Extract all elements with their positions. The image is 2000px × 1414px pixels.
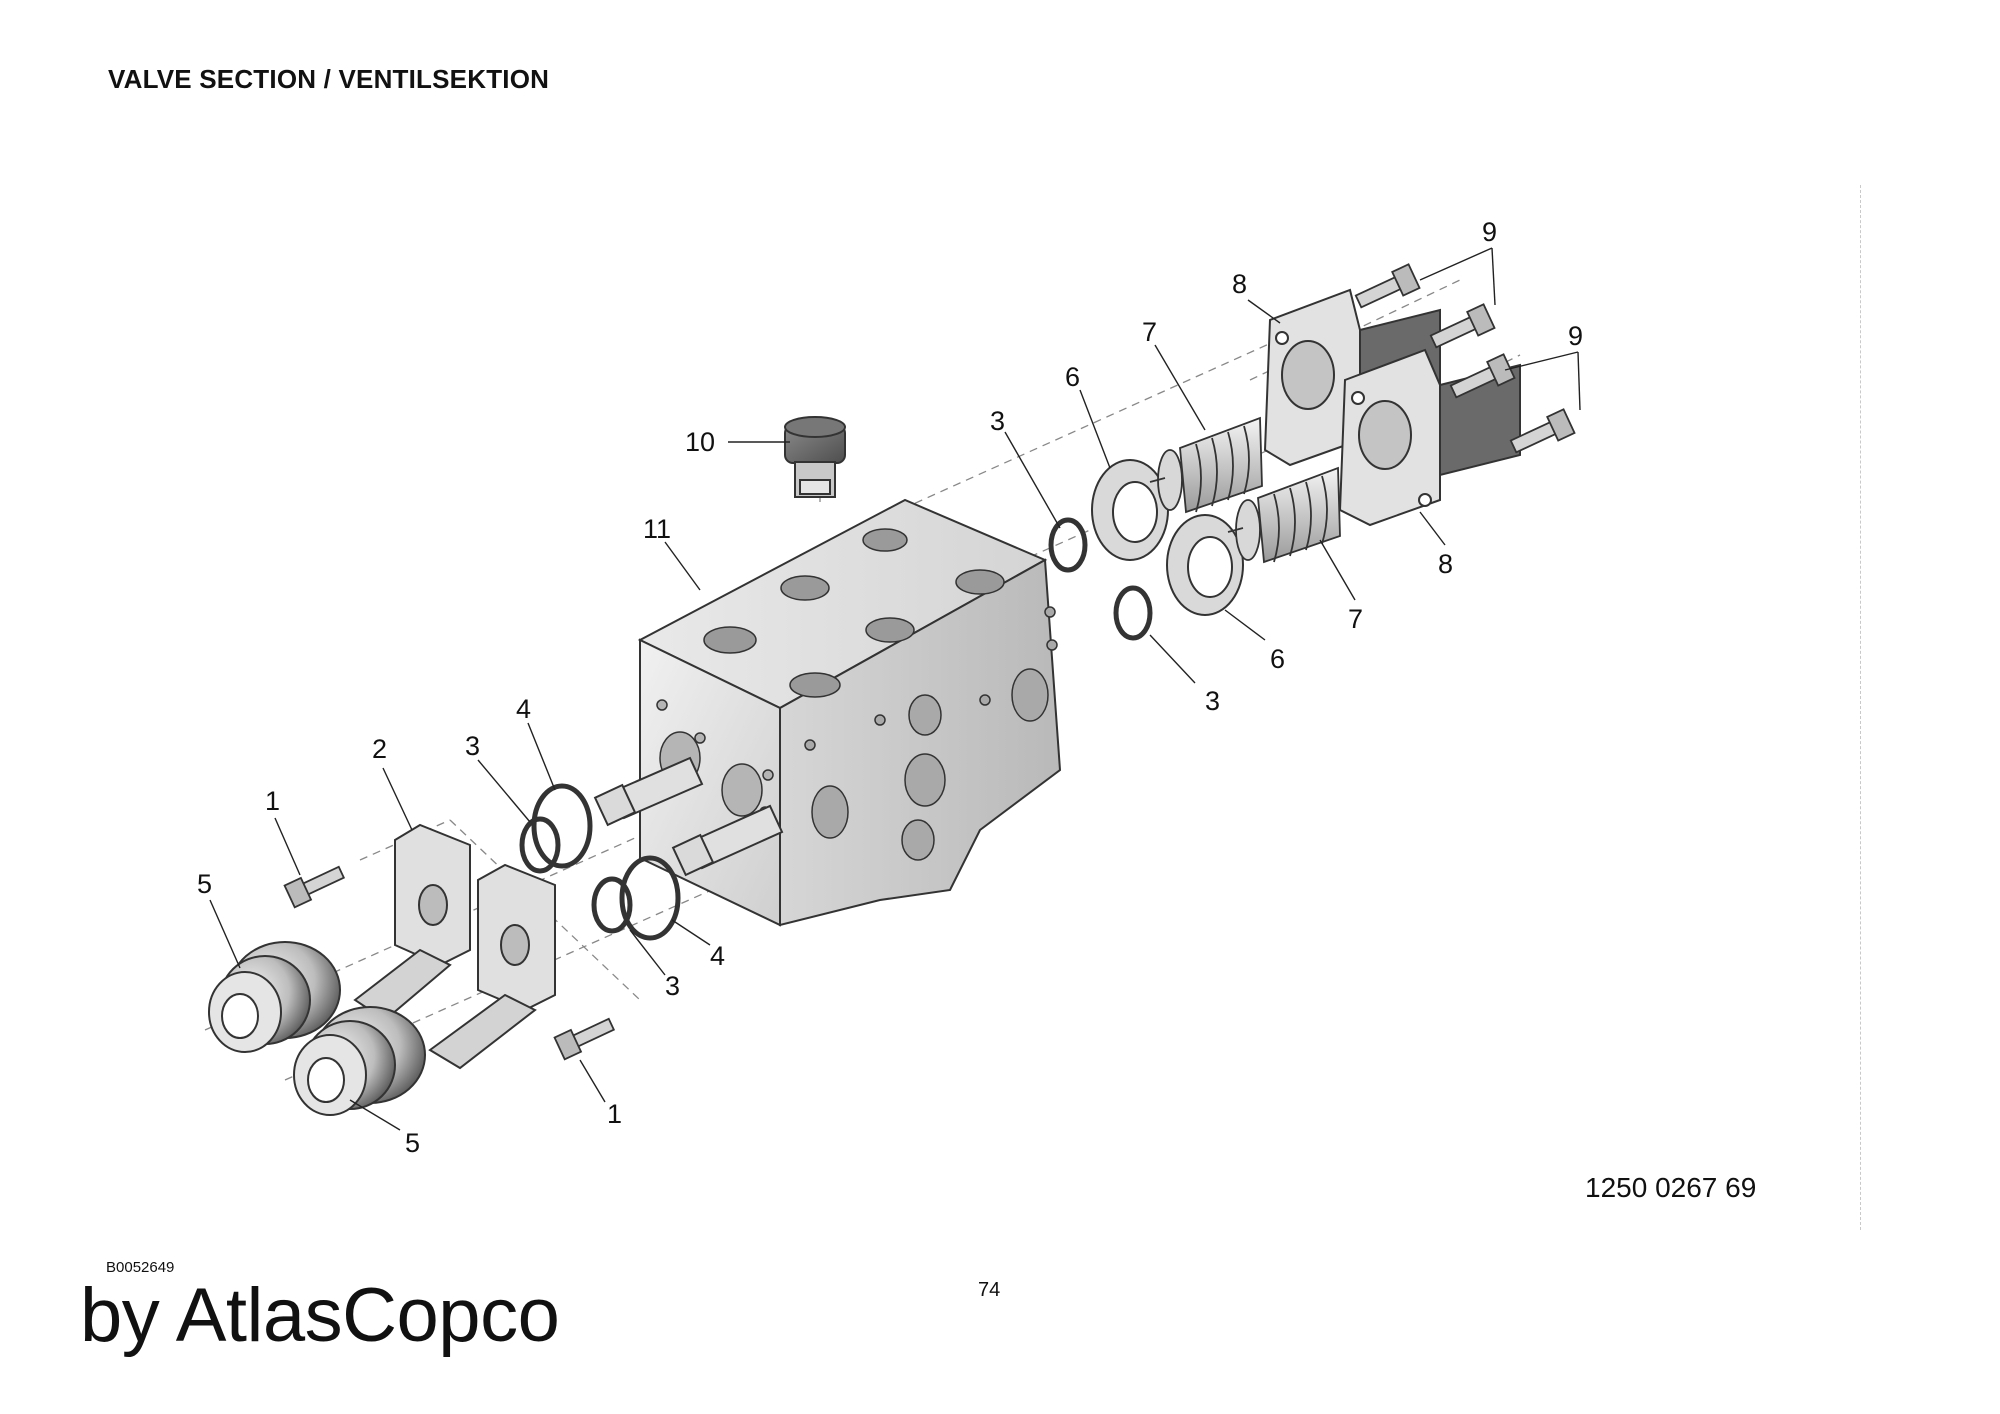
callout-7: 7 bbox=[1348, 604, 1363, 634]
bellows bbox=[208, 941, 426, 1116]
callout-5: 5 bbox=[197, 869, 212, 899]
screws bbox=[283, 263, 1576, 1061]
callout-5: 5 bbox=[405, 1128, 420, 1158]
o-rings bbox=[519, 517, 1153, 941]
callout-11: 11 bbox=[643, 514, 671, 544]
brand-line: by AtlasCopco bbox=[80, 1273, 560, 1358]
callout-1: 1 bbox=[607, 1099, 622, 1129]
drawing-number: 1250 0267 69 bbox=[1585, 1172, 1757, 1203]
valve-body-part bbox=[593, 498, 1062, 927]
callout-3: 3 bbox=[465, 731, 480, 761]
covers bbox=[1263, 288, 1521, 527]
callout-6: 6 bbox=[1270, 644, 1285, 674]
callout-10: 10 bbox=[685, 427, 715, 457]
callout-2: 2 bbox=[372, 734, 387, 764]
page-number: 74 bbox=[978, 1279, 1001, 1301]
callout-9: 9 bbox=[1482, 217, 1497, 247]
callout-6: 6 bbox=[1065, 362, 1080, 392]
callout-1: 1 bbox=[265, 786, 280, 816]
leader-lines bbox=[209, 247, 1581, 1131]
page-title: VALVE SECTION / VENTILSEKTION bbox=[108, 64, 550, 94]
callout-8: 8 bbox=[1232, 269, 1247, 299]
washers bbox=[1091, 459, 1244, 616]
callout-4: 4 bbox=[516, 694, 531, 724]
callout-labels: 10 11 3 6 7 8 9 9 8 7 6 3 4 3 2 1 5 4 3 … bbox=[197, 217, 1583, 1158]
callout-8: 8 bbox=[1438, 549, 1453, 579]
callout-3: 3 bbox=[1205, 686, 1220, 716]
callout-9: 9 bbox=[1568, 321, 1583, 351]
callout-7: 7 bbox=[1142, 317, 1157, 347]
plug-part bbox=[784, 416, 846, 498]
levers bbox=[353, 823, 556, 1070]
callout-3: 3 bbox=[665, 971, 680, 1001]
springs bbox=[1149, 416, 1341, 564]
image-reference: B0052649 bbox=[106, 1259, 175, 1276]
frame-rule bbox=[1860, 185, 1861, 1230]
callout-4: 4 bbox=[710, 941, 725, 971]
callout-3: 3 bbox=[990, 406, 1005, 436]
